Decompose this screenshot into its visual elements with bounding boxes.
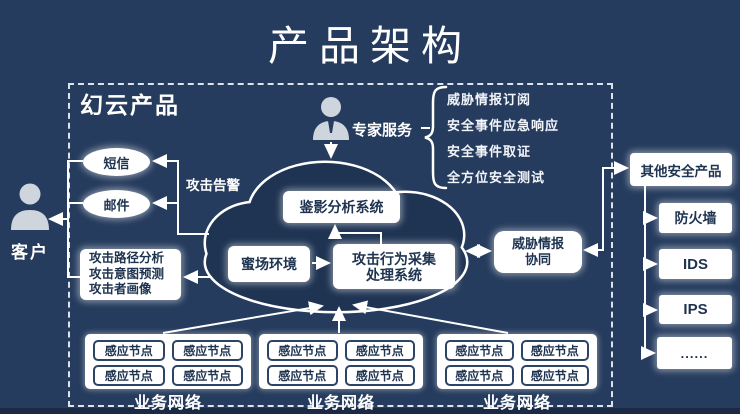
honeyfarm-environment-node: 蜜场环境 [228,246,310,282]
bottom-bar [0,408,740,414]
threat-intel-coordination-node: 威胁情报 协同 [494,231,582,273]
business-network-label-1: 业务网络 [133,395,202,412]
attack-alert-label: 攻击告警 [186,178,240,193]
sensor-node: 感应节点 [267,340,338,361]
elbow-collector-to-analysis-system [328,224,382,244]
arrow-network3-to-cloud [352,300,509,334]
sensor-node: 感应节点 [344,365,415,386]
mirror-analysis-system-node: 鉴影分析系统 [283,191,400,223]
sensor-node: 感应节点 [520,340,589,361]
sensor-node: 感应节点 [93,340,165,361]
sms-channel-node: 短信 [83,148,150,176]
business-network-group-2: 感应节点 感应节点 感应节点 感应节点 [259,334,423,389]
sensor-node: 感应节点 [267,365,338,386]
expert-services-brace [424,85,448,190]
sensor-node: 感应节点 [171,365,243,386]
business-network-group-3: 感应节点 感应节点 感应节点 感应节点 [437,334,597,389]
expert-service-label: 专家服务 [352,122,413,139]
analysis-line-intent: 攻击意图预测 [89,266,165,281]
collector-line1: 攻击行为采集 [352,250,436,267]
attack-collection-system-node: 攻击行为采集 处理系统 [333,244,455,289]
service-item-incident-response: 安全事件应急响应 [447,118,560,133]
firewall-node: 防火墙 [659,203,732,233]
sensor-node: 感应节点 [445,340,514,361]
service-item-security-testing: 全方位安全测试 [447,170,546,185]
page-title: 产品架构 [268,22,472,70]
huanyun-product-label: 幻云产品 [80,92,180,118]
customer-person-icon [11,183,49,230]
ips-node: IPS [659,295,732,324]
ids-node: IDS [659,249,732,279]
other-security-products-node: 其他安全产品 [630,153,732,186]
arrow-network1-to-cloud [162,301,324,334]
email-channel-node: 邮件 [83,190,150,218]
threat-intel-line1: 威胁情报 [511,236,564,251]
threat-intel-line2: 协同 [524,252,551,267]
more-products-node: ...... [657,337,732,369]
analysis-line-profile: 攻击者画像 [89,282,152,297]
attack-analysis-box: 攻击路径分析 攻击意图预测 攻击者画像 [80,249,181,300]
sensor-node: 感应节点 [520,365,589,386]
elbow-cloud-to-alert-channels [152,154,209,235]
sensor-node: 感应节点 [445,365,514,386]
sensor-node: 感应节点 [93,365,165,386]
expert-person-icon [313,97,349,140]
business-network-label-3: 业务网络 [482,395,551,412]
analysis-line-path: 攻击路径分析 [89,251,165,266]
customer-label: 客户 [11,243,49,262]
service-item-forensics: 安全事件取证 [447,144,532,159]
elbow-threatintel-otherproducts-bidirectional [583,161,629,257]
sensor-node: 感应节点 [171,340,243,361]
service-item-threat-intel-subscription: 威胁情报订阅 [447,92,532,107]
sensor-node: 感应节点 [344,340,415,361]
business-network-group-1: 感应节点 感应节点 感应节点 感应节点 [85,334,251,389]
business-network-label-2: 业务网络 [306,395,375,412]
collector-line2: 处理系统 [366,266,422,283]
